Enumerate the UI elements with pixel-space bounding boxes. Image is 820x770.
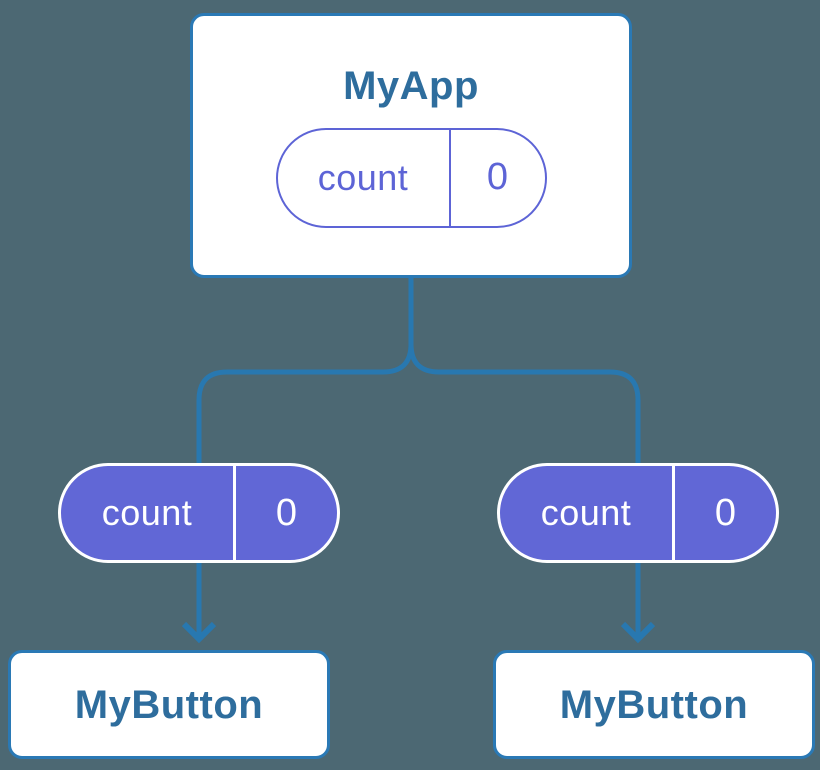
state-pill-root: count 0 <box>275 127 547 228</box>
component-box-right-child: MyButton <box>493 650 815 759</box>
state-pill-right-child: count 0 <box>497 463 779 563</box>
state-pill-left-child: count 0 <box>58 463 340 563</box>
state-label-cell: count <box>61 466 233 560</box>
component-title-root: MyApp <box>343 63 479 108</box>
connector-right-branch <box>408 278 641 637</box>
state-value-cell: 0 <box>672 466 776 560</box>
component-title-left-child: MyButton <box>74 682 264 727</box>
right-arrowhead-icon <box>620 621 656 644</box>
state-label: count <box>317 156 409 198</box>
component-box-root: MyApp count 0 <box>190 13 632 278</box>
state-value-cell: 0 <box>448 129 545 226</box>
state-value: 0 <box>714 491 737 534</box>
state-label-cell: count <box>500 466 672 560</box>
connector-left-branch <box>196 278 414 637</box>
component-box-left-child: MyButton <box>8 650 330 759</box>
state-value-cell: 0 <box>233 466 337 560</box>
state-value: 0 <box>486 156 509 198</box>
component-title-right-child: MyButton <box>559 682 749 727</box>
state-label: count <box>540 492 632 533</box>
state-label-cell: count <box>278 130 449 226</box>
state-value: 0 <box>275 491 298 534</box>
state-label: count <box>101 492 193 533</box>
left-arrowhead-icon <box>181 621 217 644</box>
